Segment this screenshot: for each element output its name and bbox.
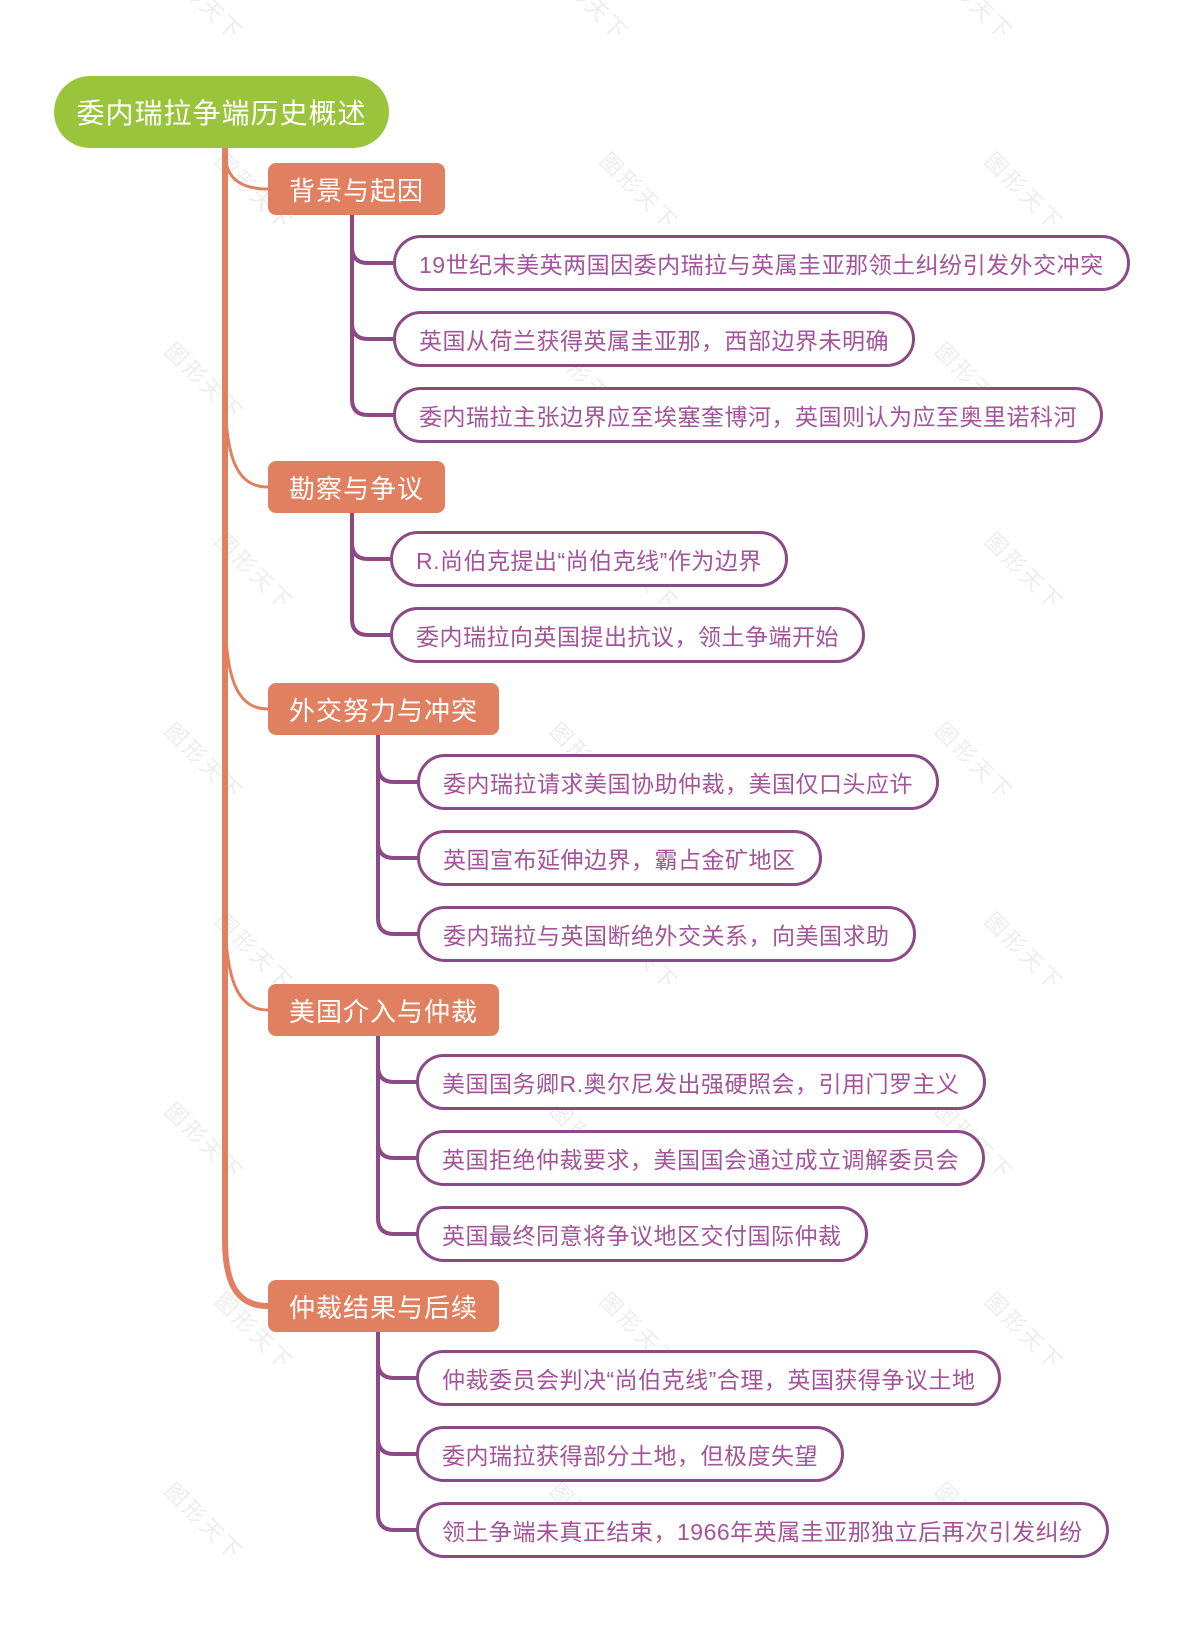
leaf-connector bbox=[376, 1140, 419, 1160]
leaf-node[interactable]: R.尚伯克提出“尚伯克线”作为边界 bbox=[390, 531, 788, 587]
root-node[interactable]: 委内瑞拉争端历史概述 bbox=[54, 76, 389, 148]
leaf-connector bbox=[350, 541, 394, 561]
leaf-node[interactable]: 仲裁委员会判决“尚伯克线”合理，英国获得争议土地 bbox=[416, 1350, 1002, 1406]
branch-curve-2 bbox=[223, 388, 270, 489]
leaf-node[interactable]: 领土争端未真正结束，1966年英属圭亚那独立后再次引发纠纷 bbox=[416, 1502, 1109, 1558]
leaf-node[interactable]: 委内瑞拉与英国断绝外交关系，向美国求助 bbox=[417, 906, 916, 962]
leaf-node[interactable]: 委内瑞拉请求美国协助仲裁，美国仅口头应许 bbox=[417, 754, 939, 810]
branch-node-diplomacy[interactable]: 外交努力与冲突 bbox=[268, 683, 500, 735]
leaf-node[interactable]: 英国拒绝仲裁要求，美国国会通过成立调解委员会 bbox=[416, 1130, 985, 1186]
leaf-connector bbox=[376, 764, 420, 784]
leaf-connector bbox=[350, 213, 396, 417]
branch-node-background[interactable]: 背景与起因 bbox=[268, 163, 446, 215]
leaf-connector bbox=[350, 245, 396, 265]
branch-curve-3 bbox=[223, 608, 270, 711]
leaf-connector bbox=[350, 321, 396, 341]
leaf-node[interactable]: 英国从荷兰获得英属圭亚那，西部边界未明确 bbox=[393, 311, 915, 367]
leaf-connector bbox=[376, 733, 420, 936]
leaf-node[interactable]: 委内瑞拉向英国提出抗议，领土争端开始 bbox=[390, 607, 865, 663]
trunk-line bbox=[222, 137, 271, 1309]
leaf-node[interactable]: 委内瑞拉获得部分土地，但极度失望 bbox=[416, 1426, 844, 1482]
branch-node-survey[interactable]: 勘察与争议 bbox=[268, 461, 446, 513]
branch-curve-1 bbox=[223, 150, 270, 191]
leaf-connector bbox=[376, 1436, 419, 1456]
branch-curve-4 bbox=[223, 908, 270, 1012]
leaf-connector bbox=[376, 1034, 419, 1236]
branch-node-us-intervention[interactable]: 美国介入与仲裁 bbox=[268, 984, 500, 1036]
leaf-node[interactable]: 美国国务卿R.奥尔尼发出强硬照会，引用门罗主义 bbox=[416, 1054, 986, 1110]
branch-node-arbitration-result[interactable]: 仲裁结果与后续 bbox=[268, 1280, 500, 1332]
leaf-connector bbox=[376, 1360, 419, 1380]
leaf-node[interactable]: 委内瑞拉主张边界应至埃塞奎博河，英国则认为应至奥里诺科河 bbox=[393, 387, 1103, 443]
leaf-node[interactable]: 英国宣布延伸边界，霸占金矿地区 bbox=[417, 830, 822, 886]
leaf-connector bbox=[350, 511, 394, 637]
leaf-connector bbox=[376, 840, 420, 860]
leaf-connector bbox=[376, 1330, 419, 1532]
leaf-node[interactable]: 19世纪末美英两国因委内瑞拉与英属圭亚那领土纠纷引发外交冲突 bbox=[393, 235, 1130, 291]
leaf-connector bbox=[376, 1064, 419, 1084]
leaf-node[interactable]: 英国最终同意将争议地区交付国际仲裁 bbox=[416, 1206, 868, 1262]
